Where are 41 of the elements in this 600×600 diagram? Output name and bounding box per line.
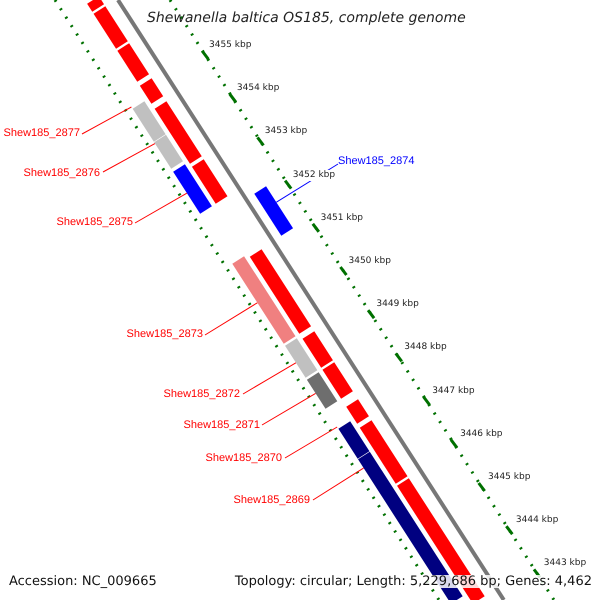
scale-label: 3453 kbp: [264, 126, 308, 138]
accession-text: Accession: NC_009665: [9, 575, 157, 588]
leader-line: [262, 392, 316, 426]
gene-label: Shew185_2872: [164, 389, 240, 400]
gene-label: Shew185_2877: [4, 128, 80, 139]
scale-label: 3451 kbp: [320, 212, 364, 224]
gene-feature-bar: [306, 372, 338, 409]
scale-label: 3452 kbp: [292, 170, 336, 181]
gene-label: Shew185_2876: [24, 168, 100, 179]
gene-label: Shew185_2875: [56, 217, 133, 228]
genome-summary-text: Topology: circular; Length: 5,229,686 bp; Genes: 4,462: [234, 575, 592, 588]
gene-label: Shew185_2873: [126, 329, 203, 340]
gene-label: Shew185_2874: [338, 156, 414, 167]
leader-line: [82, 106, 132, 134]
leader-line: [312, 468, 364, 500]
leader-line: [204, 302, 258, 336]
scale-label: 3443 kbp: [542, 558, 588, 570]
scale-label: 3447 kbp: [431, 386, 476, 397]
scale-label: 3450 kbp: [348, 256, 392, 267]
gene-feature-bar: [338, 421, 370, 459]
leader-line: [134, 192, 188, 224]
gene-feature-bar: [154, 134, 183, 169]
gene-feature-bar: [254, 186, 294, 236]
leader-line: [102, 143, 156, 172]
leader-line: [284, 426, 338, 458]
scale-label: 3455 kbp: [208, 40, 252, 51]
gene-label: Shew185_2871: [184, 420, 260, 431]
scale-label: 3446 kbp: [459, 428, 504, 440]
scale-label: 3454 kbp: [236, 83, 280, 94]
gene-label: Shew185_2870: [206, 453, 282, 464]
scale-label: 3444 kbp: [514, 515, 560, 526]
scale-label: 3449 kbp: [375, 299, 420, 310]
scale-label: 3445 kbp: [487, 472, 532, 483]
gene-feature-bar: [173, 164, 212, 214]
scale-label: 3448 kbp: [403, 342, 448, 354]
diagram-title: Shewanella baltica OS185, complete genome: [147, 11, 466, 25]
leader-line: [242, 362, 296, 394]
gene-label: Shew185_2869: [234, 495, 310, 506]
gene-feature-bar: [285, 338, 318, 378]
gene-feature-bar: [132, 101, 166, 142]
gene-feature-bar: [232, 256, 296, 344]
